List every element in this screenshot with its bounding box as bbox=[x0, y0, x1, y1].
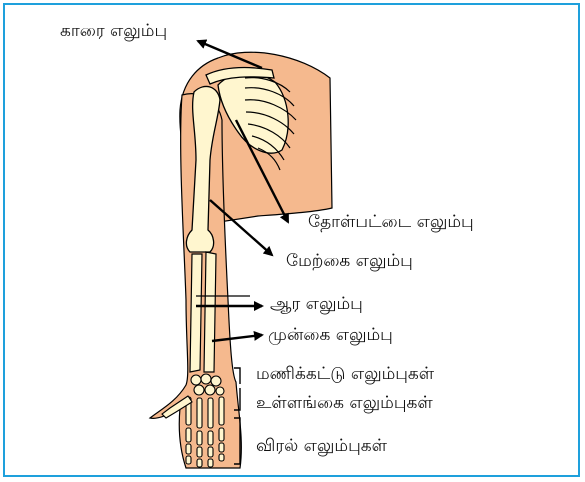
phalanges-label: விரல் எலும்புகள் bbox=[256, 436, 387, 456]
clavicle-label: காரை எலும்பு bbox=[60, 21, 167, 41]
metacarpals-label: உள்ளங்கை எலும்புகள் bbox=[256, 393, 433, 413]
carpals-label: மணிக்கட்டு எலும்புகள் bbox=[256, 364, 434, 384]
ulna-bone bbox=[204, 252, 216, 372]
scapula-label: தோள்பட்டை எலும்பு bbox=[308, 212, 474, 232]
radius-label: ஆர எலும்பு bbox=[270, 294, 363, 314]
radius-bone bbox=[190, 254, 202, 372]
humerus-label: மேற்கை எலும்பு bbox=[286, 251, 413, 271]
ulna-label: முன்கை எலும்பு bbox=[268, 325, 393, 345]
